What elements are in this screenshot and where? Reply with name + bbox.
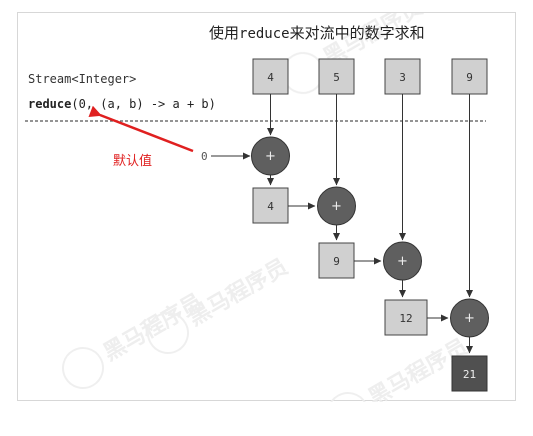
partial-result-box: 4: [252, 187, 289, 224]
input-value: 5: [333, 71, 340, 84]
partial-result-box: 12: [384, 299, 428, 336]
default-value-label: 默认值: [113, 153, 152, 169]
input-box: 5: [318, 58, 355, 95]
final-result-box: 21: [451, 355, 488, 392]
partial-result-box: 9: [318, 242, 355, 279]
input-box: 9: [451, 58, 488, 95]
plus-symbol: +: [464, 311, 475, 326]
reduce-call-text: reduce(0, (a, b) -> a + b): [28, 97, 216, 111]
diagram-title: 使用reduce来对流中的数字求和: [209, 24, 425, 42]
plus-symbol: +: [265, 149, 276, 164]
red-arrow: [88, 105, 194, 153]
plus-operator: +: [251, 136, 290, 176]
watermark-text: 黑马程序员: [99, 289, 207, 367]
input-box: 3: [384, 58, 421, 95]
partial-result-value: 4: [267, 200, 274, 213]
plus-operator: +: [383, 241, 422, 281]
partial-result-value: 12: [399, 312, 412, 325]
reduce-keyword: reduce: [28, 97, 71, 111]
final-result-value: 21: [463, 368, 476, 381]
input-value: 4: [267, 71, 274, 84]
plus-symbol: +: [331, 199, 342, 214]
plus-operator: +: [317, 186, 356, 226]
title-suffix: 来对流中的数字求和: [290, 24, 425, 42]
watermark-logo: 黑马程序员: [147, 254, 292, 354]
input-value: 3: [399, 71, 406, 84]
watermark-text: 黑马程序员: [184, 254, 292, 332]
reduce-diagram: 黑马程序员 黑马程序员 黑马程序员 黑马程序员 使用reduce来对流中的数字求…: [25, 13, 489, 402]
stream-type-text: Stream<Integer>: [28, 72, 136, 86]
input-box: 4: [252, 58, 289, 95]
title-code: reduce: [239, 26, 290, 42]
input-value: 9: [466, 71, 473, 84]
plus-operator: +: [450, 298, 489, 338]
reduce-args: (0, (a, b) -> a + b): [71, 97, 216, 111]
partial-result-value: 9: [333, 255, 340, 268]
initial-value-text: 0: [201, 150, 208, 163]
diagram-frame: 黑马程序员 黑马程序员 黑马程序员 黑马程序员 使用reduce来对流中的数字求…: [17, 12, 516, 402]
title-prefix: 使用: [209, 24, 239, 42]
plus-symbol: +: [397, 254, 408, 269]
